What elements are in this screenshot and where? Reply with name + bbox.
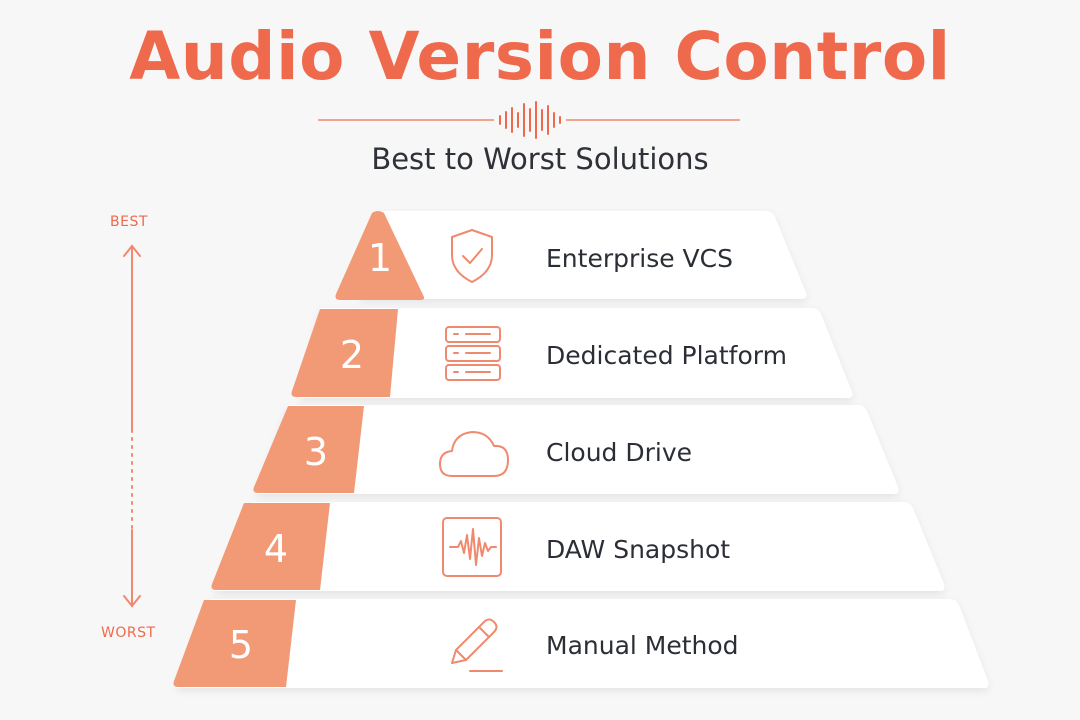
page-subtitle: Best to Worst Solutions — [371, 142, 709, 176]
tier-3-label: Cloud Drive — [546, 438, 693, 467]
tier-card — [256, 405, 899, 494]
tier-2 — [291, 308, 853, 398]
tier-rank-badge — [253, 406, 364, 493]
tier-5-label: Manual Method — [546, 631, 739, 660]
tier-card — [300, 308, 853, 398]
tier-card — [176, 599, 989, 688]
tier-1 — [335, 211, 807, 300]
cloud-icon — [439, 431, 509, 477]
tier-3-rank: 3 — [303, 430, 329, 474]
server-stack-icon — [445, 326, 501, 381]
tier-4-rank: 4 — [263, 527, 289, 571]
scale-arrow — [123, 244, 141, 608]
tier-card — [360, 211, 807, 299]
waveform-divider — [318, 101, 740, 139]
tier-rank-badge — [335, 211, 425, 300]
scale-best-label: BEST — [110, 214, 148, 230]
tier-rank-badge — [291, 309, 398, 397]
page-title: Audio Version Control — [129, 18, 951, 95]
shield-check-icon — [451, 229, 493, 283]
waveform-icon — [442, 517, 502, 577]
tier-5-rank: 5 — [228, 623, 254, 667]
tier-4-label: DAW Snapshot — [546, 535, 731, 564]
waveform-icon — [499, 101, 561, 139]
tier-3 — [253, 405, 899, 494]
scale-worst-label: WORST — [101, 625, 156, 641]
pencil-icon — [451, 618, 503, 672]
tier-1-label: Enterprise VCS — [546, 244, 733, 273]
tier-4 — [211, 502, 945, 591]
tier-2-label: Dedicated Platform — [546, 341, 787, 370]
tier-card — [214, 502, 945, 591]
tier-rank-badge — [173, 600, 296, 687]
tier-1-rank: 1 — [367, 236, 393, 280]
tier-rank-badge — [211, 503, 330, 590]
tier-2-rank: 2 — [339, 333, 365, 377]
tier-5 — [173, 599, 989, 688]
